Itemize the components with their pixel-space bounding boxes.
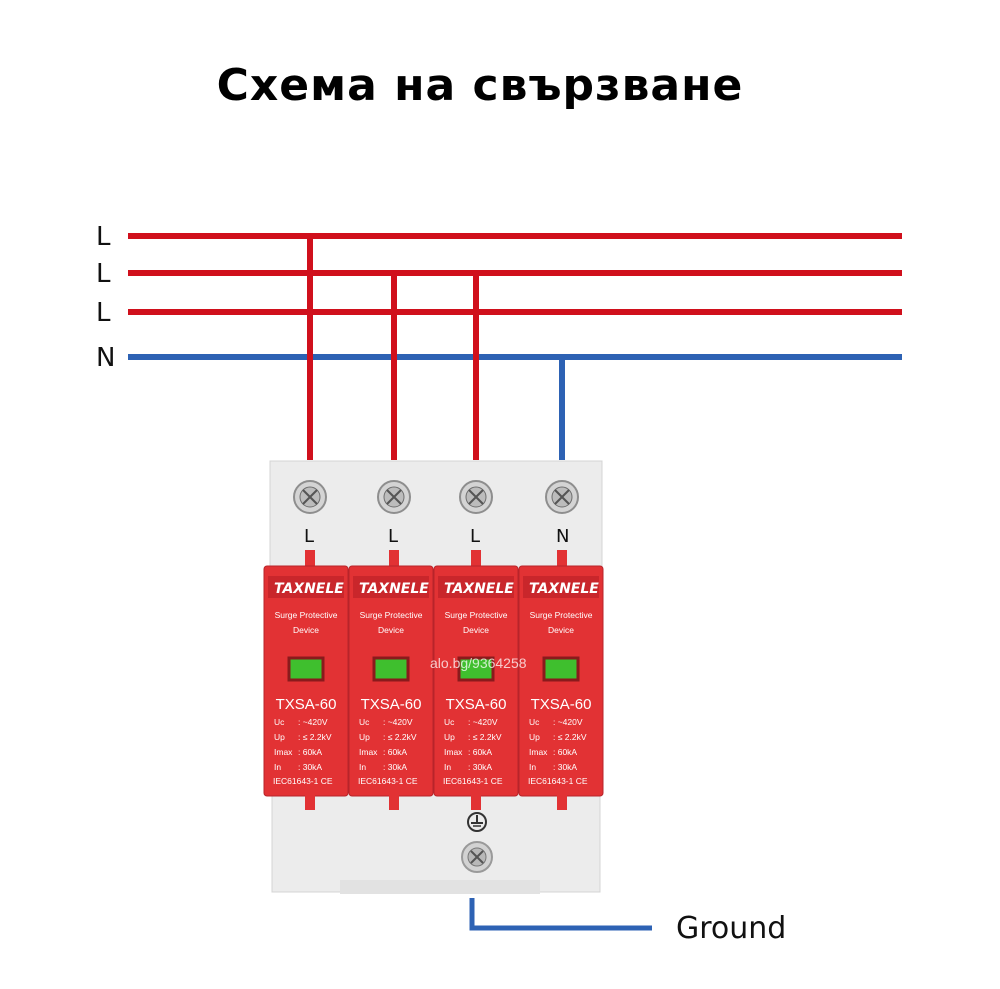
- spec-key: Uc: [529, 717, 540, 727]
- device-desc-line1: Surge Protective: [275, 610, 338, 620]
- spec-key: In: [359, 762, 366, 772]
- standard-label: IEC61643-1 CE: [358, 776, 418, 786]
- device-upper-body: [269, 460, 603, 582]
- device-desc-line2: Device: [463, 625, 489, 635]
- spec-value: : ~420V: [298, 717, 328, 727]
- module-3: L TAXNELE Surge ProtectiveDeviceTXSA-60Uc:…: [433, 480, 519, 810]
- spec-value: : 30kA: [468, 762, 492, 772]
- device-modules: L TAXNELE Surge ProtectiveDeviceTXSA-60Uc:…: [263, 480, 604, 810]
- device-desc-line1: Surge Protective: [360, 610, 423, 620]
- spec-value: : ≤ 2.2kV: [468, 732, 502, 742]
- spec-key: Up: [359, 732, 370, 742]
- model-label: TXSA-60: [276, 696, 337, 713]
- standard-label: IEC61643-1 CE: [273, 776, 333, 786]
- spec-value: : ~420V: [553, 717, 583, 727]
- spec-value: : ≤ 2.2kV: [553, 732, 587, 742]
- terminal-letter: N: [556, 526, 569, 547]
- spec-value: : 30kA: [383, 762, 407, 772]
- spec-value: : ≤ 2.2kV: [298, 732, 332, 742]
- terminal-letter: L: [470, 526, 480, 547]
- device-desc-line1: Surge Protective: [445, 610, 508, 620]
- model-label: TXSA-60: [446, 696, 507, 713]
- spec-value: : ≤ 2.2kV: [383, 732, 417, 742]
- surge-protector-device: L TAXNELE Surge ProtectiveDeviceTXSA-60Uc:…: [263, 460, 604, 894]
- spec-key: Up: [529, 732, 540, 742]
- spec-value: : 60kA: [298, 747, 322, 757]
- module-1: L TAXNELE Surge ProtectiveDeviceTXSA-60Uc:…: [263, 480, 349, 810]
- device-lower-body: [271, 791, 601, 893]
- spec-key: Uc: [444, 717, 455, 727]
- spec-key: In: [444, 762, 451, 772]
- spec-key: Imax: [529, 747, 548, 757]
- model-label: TXSA-60: [531, 696, 592, 713]
- bus-label-3: L: [96, 298, 111, 328]
- device-desc-line2: Device: [293, 625, 319, 635]
- terminal-letter: L: [388, 526, 398, 547]
- model-label: TXSA-60: [361, 696, 422, 713]
- spec-key: Uc: [359, 717, 370, 727]
- terminal-letter: L: [304, 526, 314, 547]
- device-foot: [340, 880, 540, 894]
- ground-label: Ground: [676, 911, 786, 946]
- module-2: L TAXNELE Surge ProtectiveDeviceTXSA-60Uc:…: [348, 480, 434, 810]
- spec-key: Imax: [359, 747, 378, 757]
- status-indicator: [372, 656, 410, 682]
- page-title: Схема на свързване: [216, 60, 744, 111]
- brand-label: TAXNELE: [359, 581, 429, 597]
- standard-label: IEC61643-1 CE: [443, 776, 503, 786]
- spec-value: : 30kA: [553, 762, 577, 772]
- watermark: alo.bg/9364258: [430, 655, 527, 671]
- spec-value: : ~420V: [468, 717, 498, 727]
- brand-label: TAXNELE: [274, 581, 344, 597]
- spec-key: In: [529, 762, 536, 772]
- spec-value: : 60kA: [553, 747, 577, 757]
- spec-value: : ~420V: [383, 717, 413, 727]
- spec-key: Imax: [274, 747, 293, 757]
- spec-key: Up: [444, 732, 455, 742]
- spec-key: Imax: [444, 747, 463, 757]
- bus-label-1: L: [96, 222, 111, 252]
- standard-label: IEC61643-1 CE: [528, 776, 588, 786]
- bus-label-2: L: [96, 259, 111, 289]
- spec-value: : 60kA: [468, 747, 492, 757]
- device-desc-line1: Surge Protective: [530, 610, 593, 620]
- spec-value: : 30kA: [298, 762, 322, 772]
- device-desc-line2: Device: [378, 625, 404, 635]
- brand-label: TAXNELE: [529, 581, 599, 597]
- spec-value: : 60kA: [383, 747, 407, 757]
- device-desc-line2: Device: [548, 625, 574, 635]
- spec-key: Uc: [274, 717, 285, 727]
- spec-key: In: [274, 762, 281, 772]
- status-indicator: [287, 656, 325, 682]
- ground-symbol-icon: [467, 812, 487, 832]
- bus-lines: [128, 233, 902, 360]
- status-indicator: [457, 656, 495, 682]
- ground-wire: [469, 898, 652, 931]
- spec-key: Up: [274, 732, 285, 742]
- ground-terminal: [461, 812, 493, 873]
- brand-label: TAXNELE: [444, 581, 514, 597]
- drop-wires: [307, 234, 565, 460]
- module-4: N TAXNELE Surge ProtectiveDeviceTXSA-60Uc:…: [518, 480, 604, 810]
- bus-label-4: N: [96, 343, 115, 373]
- status-indicator: [542, 656, 580, 682]
